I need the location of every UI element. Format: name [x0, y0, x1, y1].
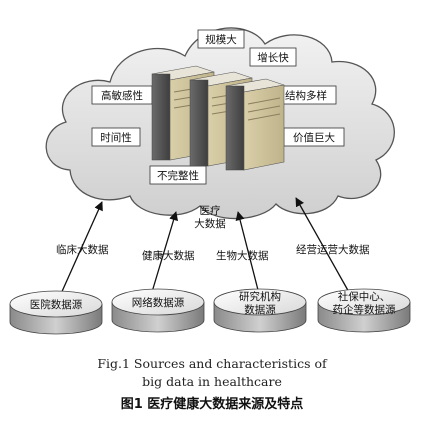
center-label-line2: 大数据: [194, 217, 226, 230]
source-hospital: 医院数据源: [9, 290, 103, 335]
svg-text:网络数据源: 网络数据源: [132, 296, 185, 309]
arrow-bio: [235, 211, 259, 291]
feature-diverse-structure: 结构多样: [275, 85, 337, 105]
arrow-health: [151, 211, 179, 293]
feature-high-sensitivity: 高敏感性: [91, 85, 153, 105]
flow-label-clinical: 临床大数据: [56, 243, 109, 256]
svg-text:结构多样: 结构多样: [285, 89, 327, 102]
svg-text:高敏感性: 高敏感性: [101, 89, 143, 102]
feature-incompleteness: 不完整性: [149, 165, 207, 185]
caption-en-line2: big data in healthcare: [142, 374, 282, 389]
server-cluster-icon: [151, 65, 285, 171]
caption-zh: 图1 医疗健康大数据来源及特点: [121, 396, 304, 412]
svg-text:数据源: 数据源: [244, 303, 276, 316]
svg-text:医院数据源: 医院数据源: [30, 298, 83, 311]
svg-text:药企等数据源: 药企等数据源: [333, 303, 396, 316]
source-network: 网络数据源: [111, 288, 205, 333]
center-label-line1: 医疗: [200, 204, 221, 217]
source-research: 研究机构 数据源: [213, 288, 307, 333]
svg-text:研究机构: 研究机构: [239, 290, 281, 303]
arrow-business: [295, 197, 351, 295]
svg-text:不完整性: 不完整性: [157, 169, 199, 182]
feature-fast-growth: 增长快: [249, 47, 297, 67]
flow-label-health: 健康大数据: [142, 249, 195, 262]
svg-text:价值巨大: 价值巨大: [293, 131, 335, 144]
svg-text:时间性: 时间性: [100, 131, 132, 144]
arrow-clinical: [59, 201, 103, 297]
svg-text:社保中心、: 社保中心、: [338, 290, 391, 303]
svg-text:增长快: 增长快: [257, 51, 289, 64]
feature-huge-value: 价值巨大: [283, 127, 345, 147]
feature-timeliness: 时间性: [91, 127, 141, 147]
flow-label-bio: 生物大数据: [216, 249, 269, 262]
flow-label-business: 经营运营大数据: [296, 243, 370, 256]
source-social: 社保中心、 药企等数据源: [317, 288, 411, 333]
feature-large-scale: 规模大: [197, 29, 245, 49]
svg-text:规模大: 规模大: [205, 33, 237, 46]
caption-en-line1: Fig.1 Sources and characteristics of: [97, 356, 328, 371]
